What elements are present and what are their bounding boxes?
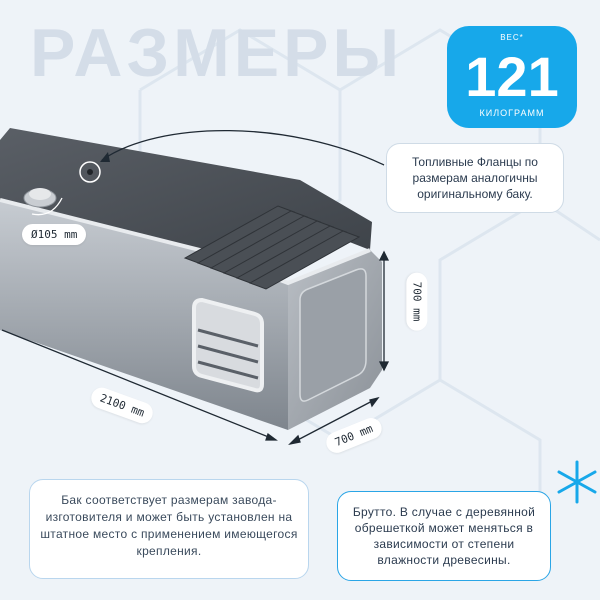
page-title: РАЗМЕРЫ — [30, 15, 404, 91]
step-grille — [183, 205, 361, 290]
height-label: 700 mm — [406, 272, 428, 331]
baffle-window — [192, 297, 264, 393]
weight-label-bottom: КИЛОГРАММ — [479, 108, 545, 118]
info-box-gross-weight: Брутто. В случае с деревянной обрешеткой… — [337, 491, 551, 581]
tank-end-recess — [299, 268, 367, 402]
flange-note: Топливные Фланцы по размерам аналогичны … — [386, 143, 564, 213]
weight-value: 121 — [465, 45, 559, 108]
weight-badge: ВЕС* 121 КИЛОГРАММ — [447, 26, 577, 128]
weight-label-top: ВЕС* — [500, 33, 524, 42]
diameter-label: Ø105 mm — [22, 224, 87, 245]
info-box-compatibility: Бак соответствует размерам завода-изгото… — [29, 479, 309, 579]
flange-circle — [79, 161, 101, 183]
asterisk-icon — [557, 460, 597, 504]
callout-arrow — [101, 129, 385, 166]
